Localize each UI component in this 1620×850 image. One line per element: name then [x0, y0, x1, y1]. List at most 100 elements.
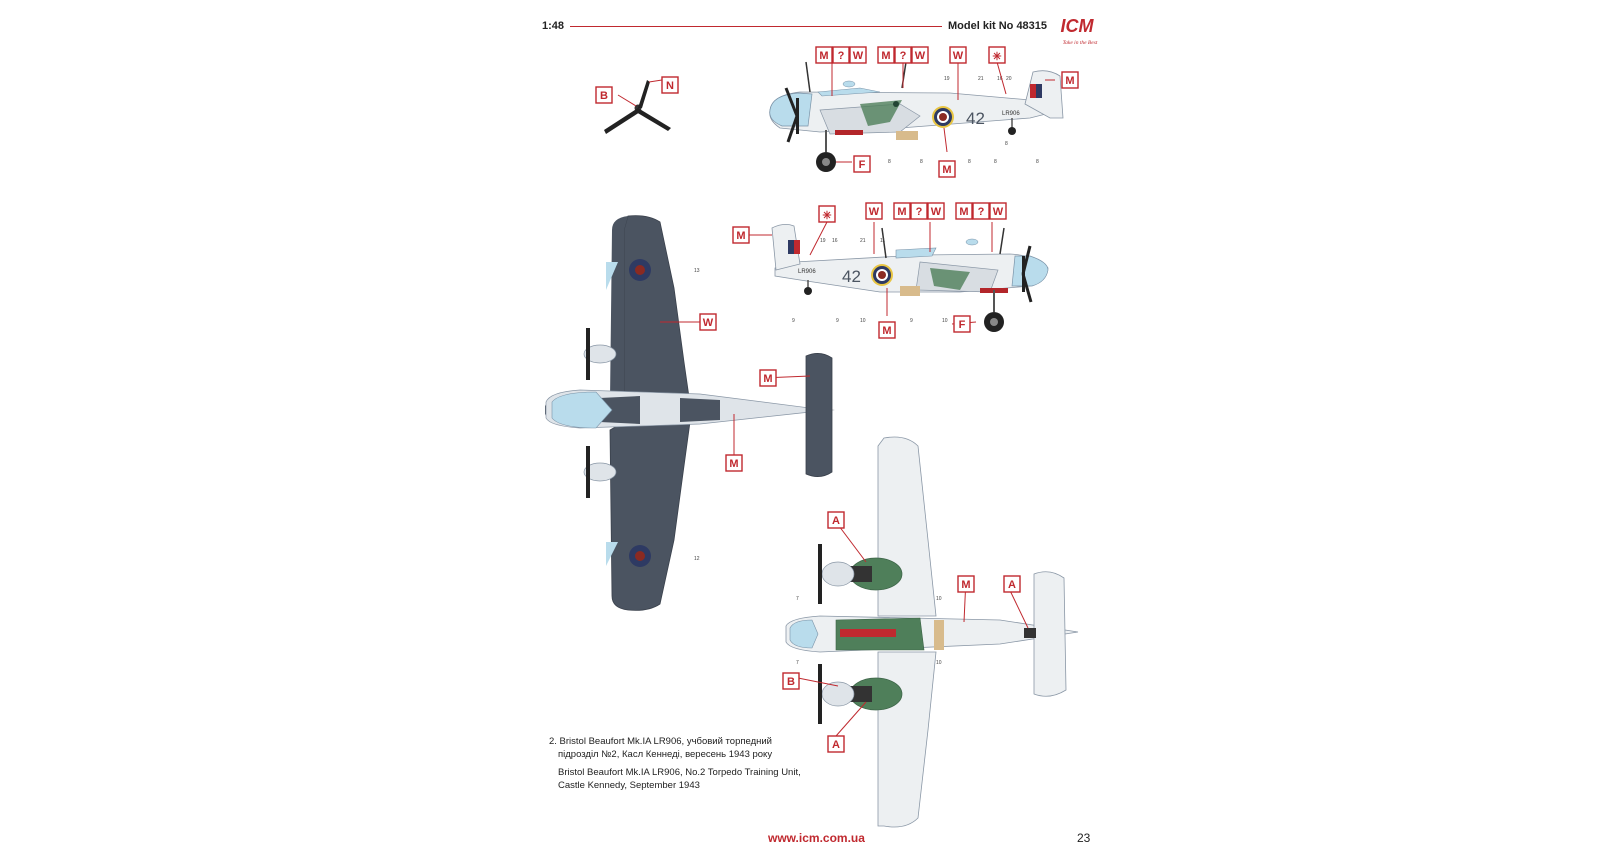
stencil-number: 9 — [910, 318, 913, 324]
svg-text:W: W — [869, 206, 880, 218]
icm-logo: ICM Take in the Best — [1061, 16, 1098, 46]
svg-text:B: B — [600, 90, 608, 102]
stencil-number: 9 — [836, 318, 839, 324]
callout-w: W — [865, 202, 883, 220]
stencil-number: 8 — [1005, 141, 1008, 147]
callout-m: M — [893, 202, 911, 220]
stencil-number: 19 — [944, 76, 950, 82]
svg-text:B: B — [787, 676, 795, 688]
callout-question: ? — [894, 46, 912, 64]
serial-right: LR906 — [798, 269, 816, 275]
stencil-number: 12 — [694, 556, 700, 562]
stencil-number: 8 — [968, 159, 971, 165]
stencil-number: 7 — [796, 660, 799, 666]
svg-text:W: W — [915, 50, 926, 62]
side-view-left: 42 LR906 — [769, 61, 1064, 172]
svg-text:✳: ✳ — [822, 210, 831, 222]
svg-text:F: F — [859, 159, 866, 171]
stencil-number: 8 — [1036, 159, 1039, 165]
callout-question: ? — [832, 46, 850, 64]
callout-n: N — [661, 76, 679, 94]
stencil-number: 16 — [832, 238, 838, 244]
stencil-number: 10 — [942, 318, 948, 324]
kit-number: Model kit No 48315 — [948, 20, 1048, 32]
callout-b: B — [782, 672, 800, 690]
callout-m: M — [815, 46, 833, 64]
header-rule — [570, 26, 942, 27]
svg-text:M: M — [819, 50, 828, 62]
callout-w: W — [989, 202, 1007, 220]
caption-line-en-1: Bristol Beaufort Mk.IA LR906, No.2 Torpe… — [558, 767, 801, 778]
stencil-number: 16 — [997, 76, 1003, 82]
profile-caption: 2. Bristol Beaufort Mk.IA LR906, учбовий… — [549, 735, 809, 792]
svg-text:W: W — [953, 50, 964, 62]
callout-b: B — [595, 86, 613, 104]
svg-text:M: M — [882, 325, 891, 337]
callout-m: M — [877, 46, 895, 64]
svg-text:M: M — [729, 458, 738, 470]
svg-text:?: ? — [978, 206, 985, 218]
callout-m: M — [955, 202, 973, 220]
stencil-number: 20 — [1006, 76, 1012, 82]
callout-w: W — [911, 46, 929, 64]
caption-line-en-2: Castle Kennedy, September 1943 — [558, 780, 700, 791]
callout-f: F — [853, 155, 871, 173]
svg-text:M: M — [763, 373, 772, 385]
svg-text:W: W — [853, 50, 864, 62]
svg-text:M: M — [881, 50, 890, 62]
svg-text:M: M — [897, 206, 906, 218]
callout-m: M — [759, 369, 777, 387]
aircraft-code-right: 42 — [842, 267, 861, 286]
callout-question: ? — [972, 202, 990, 220]
svg-text:M: M — [942, 164, 951, 176]
scale-label: 1:48 — [542, 20, 565, 32]
stencil-number: 19 — [820, 238, 826, 244]
svg-text:M: M — [961, 579, 970, 591]
caption-line-uk-1: 2. Bristol Beaufort Mk.IA LR906, учбовий… — [549, 736, 772, 747]
stencil-number: 8 — [888, 159, 891, 165]
callout-markers: N B M ? W M ? W W ✳ M M F ✳ W M ? W M ? … — [595, 46, 1079, 753]
callout-a: A — [1003, 575, 1021, 593]
svg-text:✳: ✳ — [992, 51, 1001, 63]
callout-m: M — [878, 321, 896, 339]
logo-text: ICM — [1061, 16, 1095, 36]
footer-url[interactable]: www.icm.com.ua — [768, 831, 865, 845]
callout-w: W — [949, 46, 967, 64]
svg-text:M: M — [736, 230, 745, 242]
callout-question: ? — [910, 202, 928, 220]
svg-text:N: N — [666, 80, 674, 92]
stencil-number: 13 — [694, 268, 700, 274]
svg-text:W: W — [931, 206, 942, 218]
stencil-number: 21 — [978, 76, 984, 82]
serial-left: LR906 — [1002, 111, 1020, 117]
callout-star: ✳ — [818, 205, 836, 223]
svg-text:W: W — [993, 206, 1004, 218]
side-view-right: 42 LR906 — [771, 224, 1049, 332]
svg-text:A: A — [832, 739, 840, 751]
stencil-number: 21 — [860, 238, 866, 244]
page-number: 23 — [1077, 831, 1091, 845]
stencil-number: 10 — [936, 660, 942, 666]
svg-text:M: M — [959, 206, 968, 218]
callout-m: M — [938, 160, 956, 178]
callout-w: W — [849, 46, 867, 64]
caption-line-uk-2: підрозділ №2, Касл Кеннеді, вересень 194… — [558, 749, 773, 760]
callout-a: A — [827, 511, 845, 529]
logo-tagline: Take in the Best — [1063, 40, 1098, 46]
callout-w: W — [927, 202, 945, 220]
stencil-number: 10 — [936, 596, 942, 602]
stencil-number: 8 — [994, 159, 997, 165]
svg-text:W: W — [703, 317, 714, 329]
svg-text:A: A — [832, 515, 840, 527]
stencil-number: 9 — [792, 318, 795, 324]
callout-m: M — [732, 226, 750, 244]
svg-text:M: M — [1065, 75, 1074, 87]
callout-m: M — [1061, 71, 1079, 89]
svg-text:?: ? — [838, 50, 845, 62]
callout-m: M — [957, 575, 975, 593]
callout-star: ✳ — [988, 46, 1006, 64]
plan-view-lower — [785, 436, 1079, 828]
svg-text:A: A — [1008, 579, 1016, 591]
callout-w: W — [699, 313, 717, 331]
